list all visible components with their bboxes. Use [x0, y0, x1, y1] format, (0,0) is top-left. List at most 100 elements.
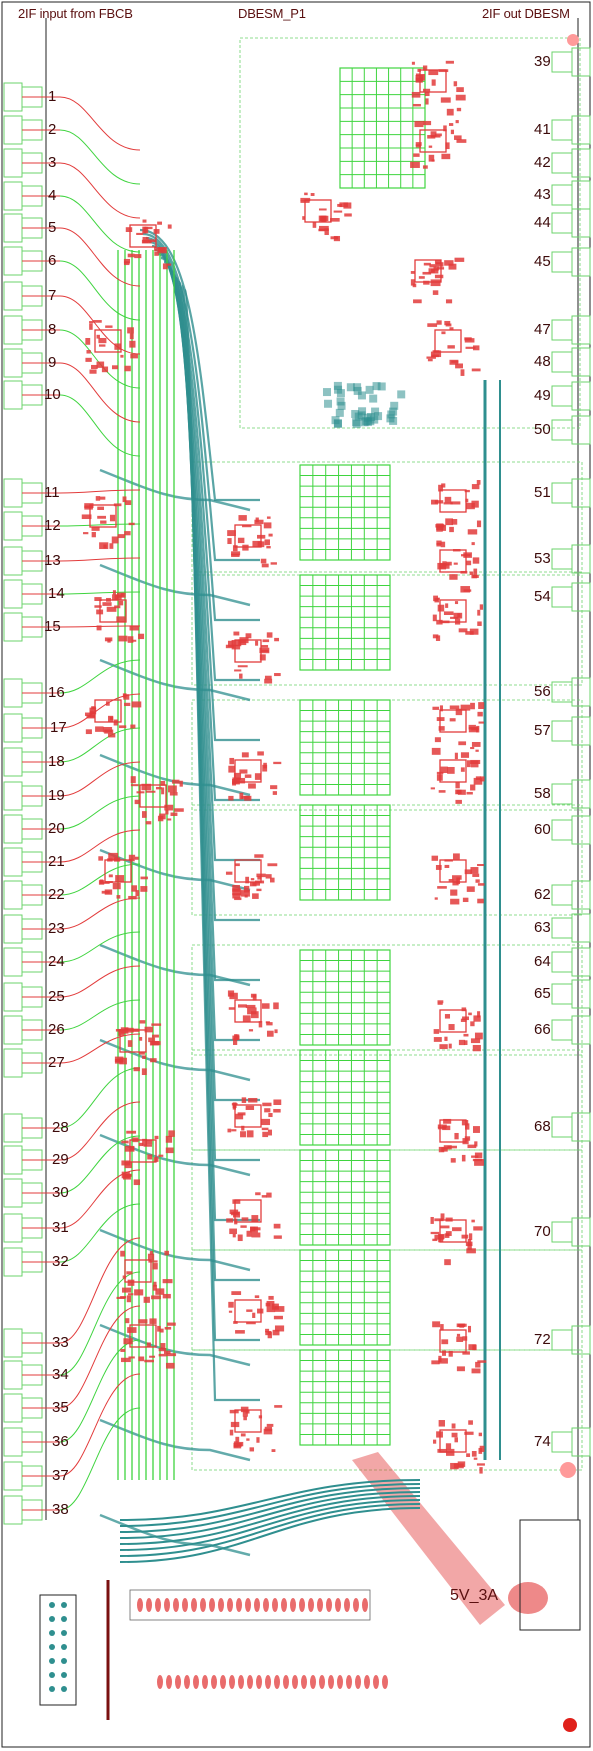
smd-pad	[227, 640, 234, 647]
smd-pad	[89, 712, 95, 718]
input-trace	[59, 1203, 141, 1263]
smd-pad	[129, 858, 135, 862]
smd-pad	[106, 606, 117, 612]
output-label-50: 50	[534, 421, 551, 438]
smd-pad	[330, 217, 340, 222]
input-trace	[59, 295, 141, 355]
input-label-6: 6	[48, 252, 57, 269]
smd-pad	[468, 724, 476, 730]
ic-outline	[139, 784, 167, 808]
smd-pad	[428, 145, 433, 148]
via-pad	[354, 412, 363, 421]
smd-pad	[273, 1108, 281, 1113]
smd-pad	[157, 247, 167, 254]
smd-pad	[422, 88, 431, 92]
smd-pad	[104, 729, 114, 734]
smd-pad	[179, 780, 183, 787]
input-trace	[59, 195, 141, 253]
smd-pad	[438, 1238, 444, 1243]
input-connector	[3, 546, 23, 576]
ic-outline	[119, 1029, 147, 1053]
output-connector-pad	[571, 677, 591, 707]
smd-pad	[111, 365, 119, 370]
header-pad	[355, 1675, 361, 1689]
smd-pad	[227, 538, 232, 545]
smd-pad	[430, 351, 435, 358]
smd-pad	[154, 247, 158, 252]
smd-pad	[468, 1012, 472, 1016]
smd-pad	[89, 369, 97, 374]
shield-can	[299, 949, 391, 1046]
smd-pad	[440, 541, 446, 548]
smd-pad	[246, 1322, 256, 1325]
smd-pad	[333, 210, 343, 213]
smd-pad	[128, 895, 137, 900]
smd-pad	[85, 712, 91, 716]
output-label-45: 45	[534, 253, 551, 270]
smd-pad	[443, 502, 453, 505]
ic-outline	[94, 699, 122, 723]
bus-trace	[99, 753, 251, 797]
input-trace	[59, 1305, 141, 1409]
smd-pad	[467, 1243, 472, 1250]
smd-pad	[148, 239, 156, 243]
smd-pad	[444, 1014, 451, 1019]
smd-pad	[465, 631, 474, 635]
ic-outline	[439, 1329, 467, 1353]
smd-pad	[333, 235, 341, 242]
smd-pad	[422, 65, 428, 71]
smd-pad	[237, 537, 245, 544]
input-connector	[3, 612, 23, 642]
smd-pad	[235, 1436, 240, 1443]
smd-pad	[121, 1160, 131, 1166]
input-label-13: 13	[44, 552, 61, 569]
smd-pad	[98, 344, 106, 347]
input-connector	[3, 1247, 23, 1277]
smd-pad	[427, 358, 433, 362]
output-label-72: 72	[534, 1331, 551, 1348]
input-connector	[3, 115, 23, 145]
smd-pad	[169, 792, 178, 796]
smd-pad	[273, 761, 282, 765]
smd-pad	[475, 1361, 481, 1368]
smd-pad	[412, 103, 421, 107]
shield-can	[299, 1049, 391, 1146]
header-pad	[137, 1598, 143, 1612]
smd-pad	[475, 776, 482, 780]
ic-outline	[439, 709, 467, 733]
board-title: DBESM_P1	[238, 6, 306, 21]
output-label-54: 54	[534, 588, 551, 605]
smd-pad	[273, 1002, 279, 1010]
smd-pad	[261, 1118, 271, 1126]
smd-pad	[448, 1350, 453, 1357]
smd-pad	[431, 354, 440, 358]
via-pad	[390, 401, 399, 410]
smd-pad	[142, 1138, 148, 1146]
smd-pad	[89, 323, 93, 330]
smd-pad	[127, 1279, 135, 1286]
smd-pad	[257, 751, 264, 756]
input-trace	[59, 523, 141, 527]
input-label-31: 31	[52, 1219, 69, 1236]
component-zone	[191, 461, 583, 573]
input-connector	[3, 1178, 23, 1208]
ic-outline	[129, 224, 157, 248]
smd-pad	[120, 1348, 126, 1352]
input-connector	[3, 914, 23, 944]
smd-pad	[471, 1368, 481, 1374]
smd-pad	[121, 1140, 129, 1144]
smd-pad	[458, 741, 467, 746]
via-pad	[352, 418, 361, 427]
smd-pad	[273, 1223, 281, 1229]
smd-pad	[233, 1038, 238, 1045]
smd-pad	[471, 741, 481, 747]
header-pad	[245, 1598, 251, 1612]
smd-pad	[453, 853, 460, 860]
smd-pad	[441, 153, 451, 160]
smd-pad	[162, 1293, 171, 1299]
smd-pad	[452, 875, 462, 880]
output-label-74: 74	[534, 1433, 551, 1450]
smd-pad	[121, 1287, 132, 1293]
ic-outline	[234, 1299, 262, 1323]
bus-trace	[183, 288, 260, 1402]
